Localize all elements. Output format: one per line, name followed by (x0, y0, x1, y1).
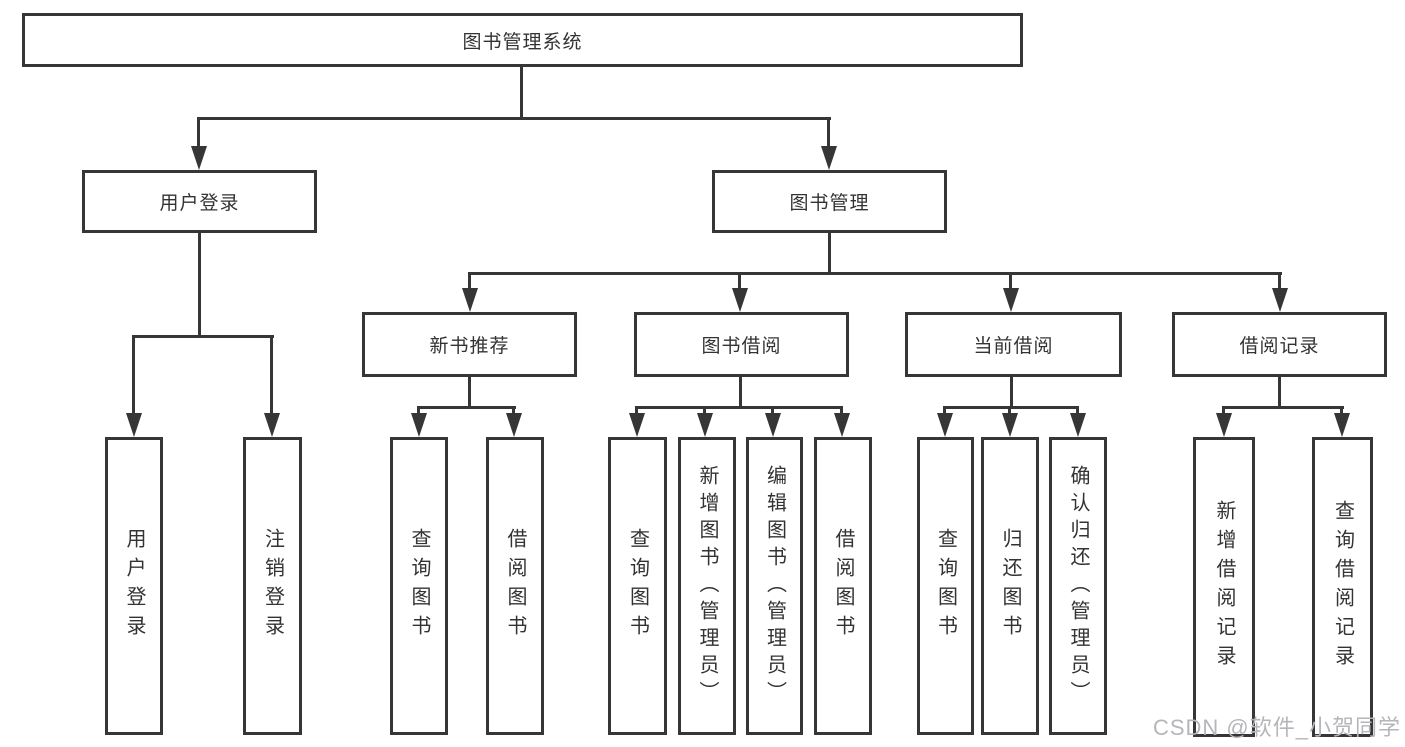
arrow-down-icon (937, 413, 953, 437)
arrow-down-icon (821, 146, 837, 170)
arrow-down-icon (191, 146, 207, 170)
node-new-book-recommendation: 新书推荐 (362, 312, 577, 377)
connector-line (943, 406, 946, 418)
connector-line (520, 67, 523, 118)
leaf-bb-edit-books-label: 编辑图书（管理员） (763, 464, 786, 708)
csdn-watermark: CSDN @软件_小贺同学 (1152, 715, 1401, 740)
leaf-br-query-record-label: 查询借阅记录 (1331, 500, 1354, 674)
connector-line (132, 335, 274, 338)
node-user-login-label: 用户登录 (159, 193, 240, 214)
leaf-logout: 注销登录 (243, 437, 302, 735)
arrow-down-icon (765, 413, 781, 437)
arrow-down-icon (1334, 413, 1350, 437)
arrow-down-icon (1070, 413, 1086, 437)
arrow-down-icon (732, 288, 748, 312)
connector-line (840, 406, 843, 418)
arrow-down-icon (1216, 413, 1232, 437)
leaf-cb-confirm-return-label: 确认归还（管理员） (1067, 464, 1089, 708)
node-current-borrowing-label: 当前借阅 (973, 336, 1054, 357)
connector-line (1008, 406, 1011, 418)
connector-line (703, 406, 706, 418)
node-user-login: 用户登录 (82, 170, 317, 233)
connector-line (417, 406, 516, 409)
arrow-down-icon (697, 413, 713, 437)
connector-line (197, 117, 200, 147)
arrow-down-icon (126, 413, 142, 437)
leaf-user-login: 用户登录 (105, 437, 163, 735)
leaf-nbr-query-books: 查询图书 (390, 437, 448, 735)
connector-line (270, 335, 273, 415)
arrow-down-icon (462, 288, 478, 312)
arrow-down-icon (1003, 288, 1019, 312)
connector-line (1222, 406, 1344, 409)
arrow-down-icon (1002, 413, 1018, 437)
arrow-down-icon (629, 413, 645, 437)
connector-line (1340, 406, 1343, 418)
connector-line (197, 117, 831, 120)
leaf-br-add-record-label: 新增借阅记录 (1213, 500, 1235, 674)
leaf-bb-edit-books: 编辑图书（管理员） (746, 437, 803, 735)
connector-line (468, 272, 471, 292)
leaf-nbr-borrow-books-label: 借阅图书 (504, 528, 526, 644)
leaf-cb-query-books: 查询图书 (917, 437, 974, 735)
node-book-borrowing: 图书借阅 (634, 312, 849, 377)
node-borrowing-records-label: 借阅记录 (1239, 336, 1320, 357)
node-root: 图书管理系统 (22, 13, 1023, 67)
node-root-label: 图书管理系统 (462, 31, 583, 53)
connector-line (828, 233, 831, 275)
node-new-book-recommendation-label: 新书推荐 (429, 336, 510, 357)
connector-line (635, 406, 843, 409)
arrow-down-icon (834, 413, 850, 437)
node-borrowing-records: 借阅记录 (1172, 312, 1387, 377)
connector-line (1010, 377, 1013, 408)
connector-line (739, 377, 742, 408)
leaf-bb-add-books-label: 新增图书（管理员） (696, 464, 718, 708)
connector-line (738, 272, 741, 292)
node-current-borrowing: 当前借阅 (905, 312, 1122, 377)
connector-line (1076, 406, 1079, 418)
arrow-down-icon (264, 413, 280, 437)
leaf-cb-confirm-return: 确认归还（管理员） (1049, 437, 1107, 735)
leaf-bb-add-books: 新增图书（管理员） (678, 437, 736, 735)
connector-line (417, 406, 420, 418)
leaf-nbr-query-books-label: 查询图书 (408, 528, 430, 644)
arrow-down-icon (1272, 288, 1288, 312)
node-book-borrowing-label: 图书借阅 (701, 336, 782, 357)
connector-line (198, 233, 201, 338)
leaf-user-login-label: 用户登录 (123, 528, 145, 644)
connector-line (1278, 272, 1281, 292)
connector-line (943, 406, 1079, 409)
leaf-cb-return-books-label: 归还图书 (999, 528, 1021, 644)
connector-line (1278, 377, 1281, 408)
connector-line (827, 117, 830, 147)
leaf-br-add-record: 新增借阅记录 (1193, 437, 1255, 737)
node-book-management-label: 图书管理 (789, 193, 870, 214)
connector-line (771, 406, 774, 418)
connector-line (1222, 406, 1225, 418)
leaf-logout-label: 注销登录 (261, 528, 284, 644)
leaf-nbr-borrow-books: 借阅图书 (486, 437, 544, 735)
leaf-bb-query-books: 查询图书 (608, 437, 667, 735)
connector-line (468, 272, 1282, 275)
leaf-br-query-record: 查询借阅记录 (1312, 437, 1373, 737)
leaf-bb-borrow-books: 借阅图书 (814, 437, 872, 735)
connector-line (132, 335, 135, 415)
arrow-down-icon (411, 413, 427, 437)
connector-line (1009, 272, 1012, 292)
connector-line (512, 406, 515, 418)
leaf-bb-borrow-books-label: 借阅图书 (832, 528, 854, 644)
leaf-cb-return-books: 归还图书 (981, 437, 1039, 735)
arrow-down-icon (506, 413, 522, 437)
leaf-bb-query-books-label: 查询图书 (626, 528, 649, 644)
leaf-cb-query-books-label: 查询图书 (934, 528, 957, 644)
connector-line (468, 377, 471, 408)
connector-line (635, 406, 638, 418)
node-book-management: 图书管理 (712, 170, 947, 233)
